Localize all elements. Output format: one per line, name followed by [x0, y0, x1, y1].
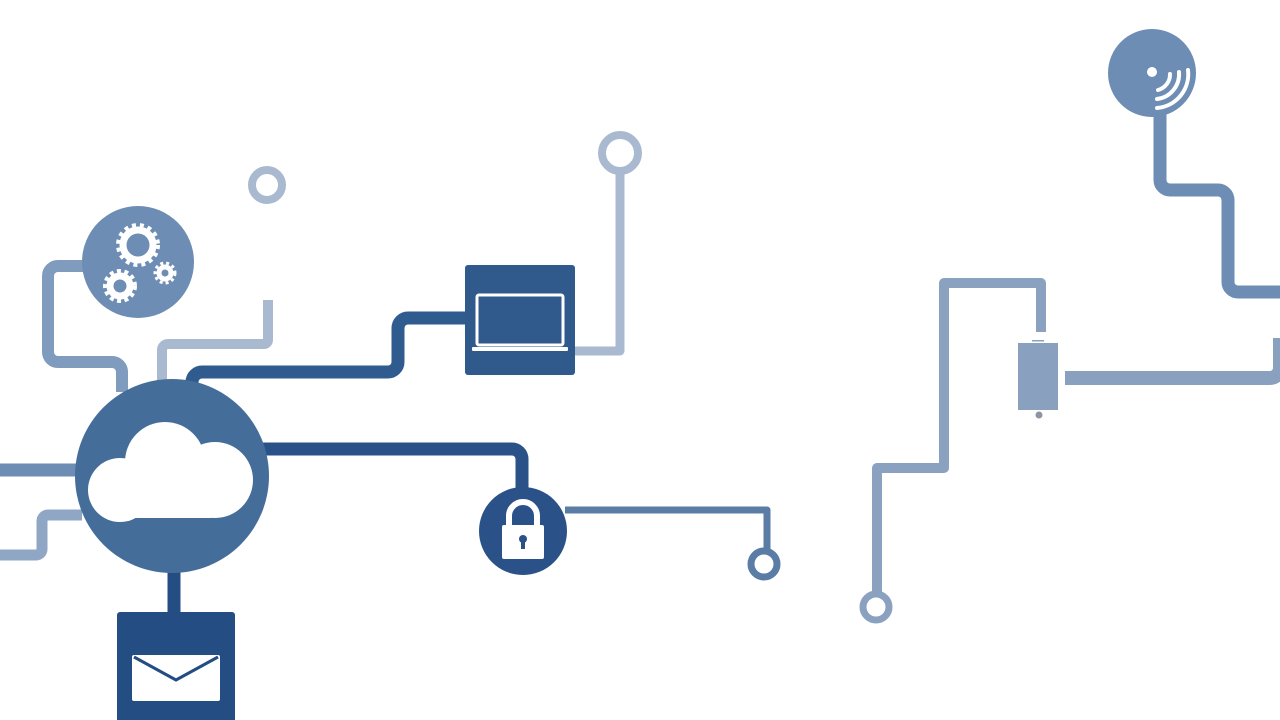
endpoint-ring — [598, 131, 642, 175]
cloud-icon — [88, 422, 253, 522]
gears-icon — [103, 223, 177, 303]
satellite-dish-icon — [1147, 67, 1191, 110]
connector-pale — [157, 300, 273, 388]
mobile-phone-node — [1018, 340, 1058, 419]
laptop-icon — [472, 293, 568, 351]
endpoint-ring — [248, 166, 286, 204]
mobile-phone-icon — [1018, 340, 1058, 419]
connector-lock-ring — [565, 506, 771, 550]
connector-left-lower — [0, 509, 82, 561]
connector-satellite — [1153, 112, 1280, 299]
cloud-node — [75, 379, 269, 573]
lock-node — [479, 487, 567, 575]
satellite-node — [1108, 29, 1196, 117]
connector-cloud-laptop — [185, 311, 466, 389]
email-icon — [132, 655, 220, 701]
laptop-node — [465, 265, 575, 375]
endpoint-ring — [859, 590, 893, 624]
connector-laptop-ring — [575, 172, 625, 356]
connector-phone-right — [1065, 338, 1280, 385]
endpoint-ring — [747, 547, 781, 581]
connector-gears-cloud — [42, 260, 128, 392]
connector-phone-ring — [872, 278, 1046, 594]
gears-node — [82, 206, 194, 318]
lock-icon — [502, 499, 544, 559]
email-node — [117, 612, 235, 720]
connector-cloud-lock — [262, 442, 529, 490]
